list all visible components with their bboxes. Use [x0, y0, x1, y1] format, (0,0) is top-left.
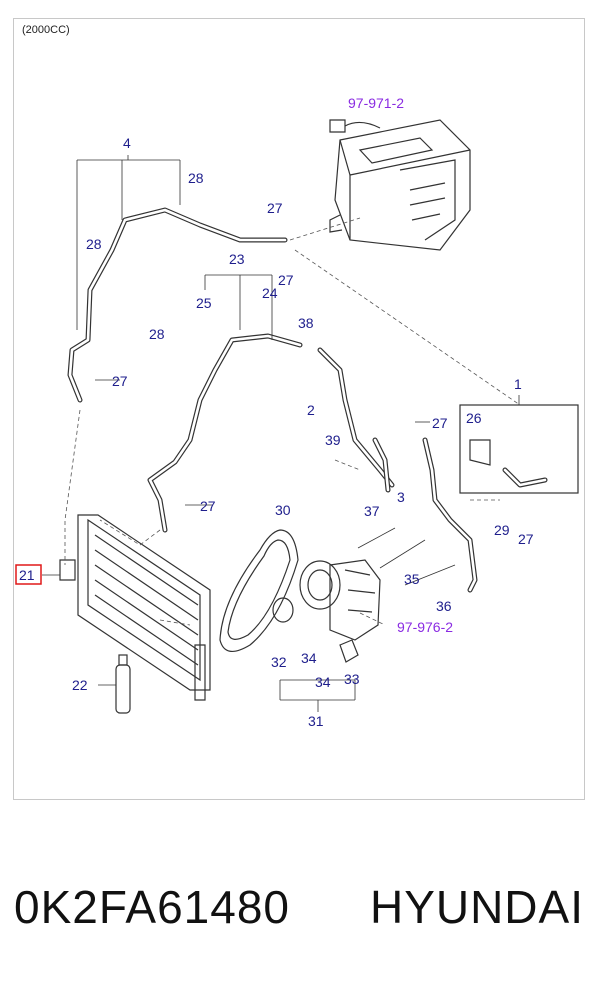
callout-4[interactable]: 4: [123, 135, 131, 151]
leader-lines: [42, 155, 578, 712]
brand-name: HYUNDAI: [369, 881, 584, 933]
callout-32[interactable]: 32: [271, 654, 287, 670]
callout-27[interactable]: 27: [432, 415, 448, 431]
drive-belt-drawing: [219, 529, 299, 652]
receiver-drier-drawing: [115, 654, 131, 714]
callout-24[interactable]: 24: [262, 285, 278, 301]
reference-dashes: [64, 217, 521, 626]
callout-22[interactable]: 22: [72, 677, 88, 693]
callout-37[interactable]: 37: [364, 503, 380, 519]
callout-31[interactable]: 31: [308, 713, 324, 729]
callout-38[interactable]: 38: [298, 315, 314, 331]
callout-27[interactable]: 27: [518, 531, 534, 547]
callout-28[interactable]: 28: [149, 326, 165, 342]
condenser-drawing: [59, 514, 211, 701]
part-number: 0K2FA61480: [14, 881, 291, 933]
hvac-unit-drawing: [329, 119, 471, 251]
callout-26[interactable]: 26: [466, 410, 482, 426]
callout-34[interactable]: 34: [301, 650, 317, 666]
callout-27[interactable]: 27: [112, 373, 128, 389]
callout-27[interactable]: 27: [267, 200, 283, 216]
callout-36[interactable]: 36: [436, 598, 452, 614]
callout-39[interactable]: 39: [325, 432, 341, 448]
callout-27[interactable]: 27: [200, 498, 216, 514]
hose-2-drawing: [317, 347, 395, 488]
diagram-frame: [13, 18, 585, 800]
callout-29[interactable]: 29: [494, 522, 510, 538]
callout-97-976-2[interactable]: 97-976-2: [397, 619, 453, 635]
footer-caption: 0K2FA61480 HYUNDAI: [0, 880, 600, 940]
callout-33[interactable]: 33: [344, 671, 360, 687]
suction-tube-drawing: [147, 333, 303, 533]
bolts-drawing: [357, 527, 456, 586]
callout-2[interactable]: 2: [307, 402, 315, 418]
callout-21[interactable]: 21: [19, 567, 35, 583]
callout-23[interactable]: 23: [229, 251, 245, 267]
engine-variant-label: (2000CC): [22, 24, 70, 36]
callout-28[interactable]: 28: [86, 236, 102, 252]
hose-3-drawing: [372, 437, 478, 593]
callout-34[interactable]: 34: [315, 674, 331, 690]
liquid-tube-drawing: [67, 207, 288, 403]
callout-97-971-2[interactable]: 97-971-2: [348, 95, 404, 111]
callout-30[interactable]: 30: [275, 502, 291, 518]
callout-28[interactable]: 28: [188, 170, 204, 186]
callout-1[interactable]: 1: [514, 376, 522, 392]
callout-3[interactable]: 3: [397, 489, 405, 505]
callout-35[interactable]: 35: [404, 571, 420, 587]
compressor-drawing: [272, 559, 381, 663]
callout-25[interactable]: 25: [196, 295, 212, 311]
highlight-box-21: [15, 564, 42, 585]
callout-27[interactable]: 27: [278, 272, 294, 288]
